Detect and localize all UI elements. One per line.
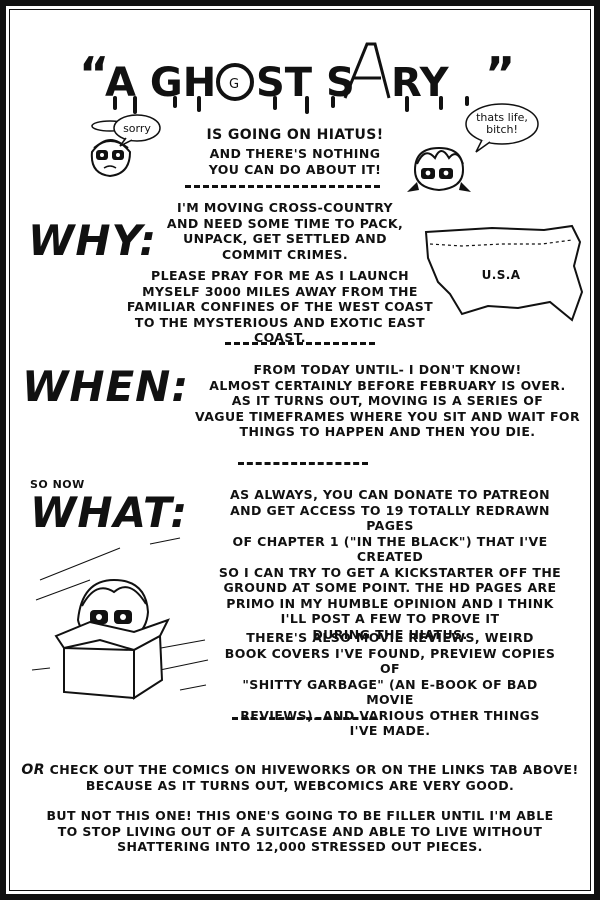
what-text-b: THERE'S ALSO MOVIE REVIEWS, WEIRD BOOK C… xyxy=(220,630,560,739)
when-heading: WHEN: xyxy=(22,362,190,411)
what-line-4: SO I CAN TRY TO GET A KICKSTARTER OFF TH… xyxy=(218,564,562,580)
why-text-a: I'M MOVING CROSS-COUNTRY AND NEED SOME T… xyxy=(160,200,410,262)
footer-line-4: TO STOP LIVING OUT OF A SUITCASE AND ABL… xyxy=(57,823,543,839)
divider-2 xyxy=(225,342,375,345)
what-line-5: GROUND AT SOME POINT. THE HD PAGES ARE xyxy=(223,580,557,595)
title-lettering: “ A GH G ST S RY ” xyxy=(79,42,515,114)
bubble-text-sorry: sorry xyxy=(123,122,151,135)
character-in-box-illustration xyxy=(31,537,209,700)
what-line-13: I'VE MADE. xyxy=(349,723,431,738)
why-line-4: COMMIT CRIMES. xyxy=(222,246,348,262)
usa-map-label: U.S.A xyxy=(481,268,521,282)
bubble-text-thats-life: thats life, bitch! xyxy=(476,111,528,136)
when-text: FROM TODAY UNTIL- I DON'T KNOW! ALMOST C… xyxy=(195,362,580,440)
why-line-2: AND NEED SOME TIME TO PACK, xyxy=(166,215,404,231)
thats-life-speech-bubble xyxy=(465,103,539,153)
page-inner-border xyxy=(9,9,591,891)
divider-3 xyxy=(238,462,368,465)
what-text-a: AS ALWAYS, YOU CAN DONATE TO PATREON AND… xyxy=(205,487,575,642)
footer-line-5: SHATTERING INTO 12,000 STRESSED OUT PIEC… xyxy=(117,839,483,854)
usa-map-illustration xyxy=(424,224,584,322)
footer-text-b: BUT NOT THIS ONE! THIS ONE'S GOING TO BE… xyxy=(20,808,580,855)
why-heading: WHY: xyxy=(28,216,158,265)
svg-text:“: “ xyxy=(79,47,109,101)
what-line-6: PRIMO IN MY HUMBLE OPINION AND I THINK xyxy=(226,595,554,611)
why-line-5: PLEASE PRAY FOR ME AS I LAUNCH xyxy=(151,268,409,283)
what-line-7: I'LL POST A FEW TO PROVE IT xyxy=(280,611,500,626)
sorry-speech-bubble xyxy=(113,114,161,147)
when-line-2: ALMOST CERTAINLY BEFORE FEBRUARY IS OVER… xyxy=(209,377,566,393)
why-line-8: TO THE MYSTERIOUS AND EXOTIC EAST COAST. xyxy=(134,314,426,346)
why-line-1: I'M MOVING CROSS-COUNTRY xyxy=(177,200,393,215)
what-heading: WHAT: xyxy=(30,488,189,537)
intro-sub-line-2: YOU CAN DO ABOUT IT! xyxy=(208,162,382,177)
title-drips xyxy=(113,96,469,114)
box-side-icon xyxy=(133,634,164,700)
divider-4 xyxy=(232,717,377,720)
what-line-2: AND GET ACCESS TO 19 TOTALLY REDRAWN PAG… xyxy=(230,502,550,534)
footer-line-2: BECAUSE AS IT TURNS OUT, WEBCOMICS ARE V… xyxy=(85,778,515,793)
why-text-b: PLEASE PRAY FOR ME AS I LAUNCH MYSELF 30… xyxy=(110,268,450,346)
when-line-4: VAGUE TIMEFRAMES WHERE YOU SIT AND WAIT … xyxy=(195,408,580,424)
intro-sub-line-1: AND THERE'S NOTHING xyxy=(209,146,381,161)
what-line-12: REVIEWS). AND VARIOUS OTHER THINGS xyxy=(240,707,540,723)
outline-a-icon xyxy=(343,42,391,99)
footer-line-1: OR CHECK OUT THE COMICS ON HIVEWORKS OR … xyxy=(20,762,580,779)
hiatus-headline: IS GOING ON HIATUS! xyxy=(206,127,384,143)
when-line-3: AS IT TURNS OUT, MOVING IS A SERIES OF xyxy=(231,393,544,408)
what-line-11: "SHITTY GARBAGE" (AN E-BOOK OF BAD MOVIE xyxy=(242,676,538,708)
footer-line-3: BUT NOT THIS ONE! THIS ONE'S GOING TO BE… xyxy=(46,808,554,823)
sorry-character-illustration xyxy=(90,120,132,178)
box-front-icon xyxy=(63,646,135,700)
or-word: OR xyxy=(21,762,45,778)
why-line-6: MYSELF 3000 MILES AWAY FROM THE xyxy=(142,283,418,299)
svg-text:G: G xyxy=(229,77,239,92)
when-line-1: FROM TODAY UNTIL- I DON'T KNOW! xyxy=(253,362,522,377)
why-line-3: UNPACK, GET SETTLED AND xyxy=(183,231,387,246)
what-line-10: BOOK COVERS I'VE FOUND, PREVIEW COPIES O… xyxy=(224,645,556,677)
what-line-3: OF CHAPTER 1 ("IN THE BLACK") THAT I'VE … xyxy=(232,533,548,565)
divider-1 xyxy=(185,185,380,188)
so-now-label: SO NOW xyxy=(30,478,85,491)
devil-character-illustration xyxy=(407,146,471,192)
footer-line-1-rest: CHECK OUT THE COMICS ON HIVEWORKS OR ON … xyxy=(44,762,579,777)
when-line-5: THINGS TO HAPPEN AND THEN YOU DIE. xyxy=(239,424,536,439)
svg-text:”: ” xyxy=(485,47,515,101)
ghost-o-icon xyxy=(216,63,254,101)
what-line-1: AS ALWAYS, YOU CAN DONATE TO PATREON xyxy=(230,487,550,502)
head-icon xyxy=(413,146,465,192)
why-line-7: FAMILIAR CONFINES OF THE WEST COAST xyxy=(126,299,434,314)
what-line-8: DURING THE HIATUS. xyxy=(312,626,468,642)
what-line-9: THERE'S ALSO MOVIE REVIEWS, WEIRD xyxy=(246,630,534,645)
comic-title: “ A GH G ST S RY ” xyxy=(75,38,525,114)
